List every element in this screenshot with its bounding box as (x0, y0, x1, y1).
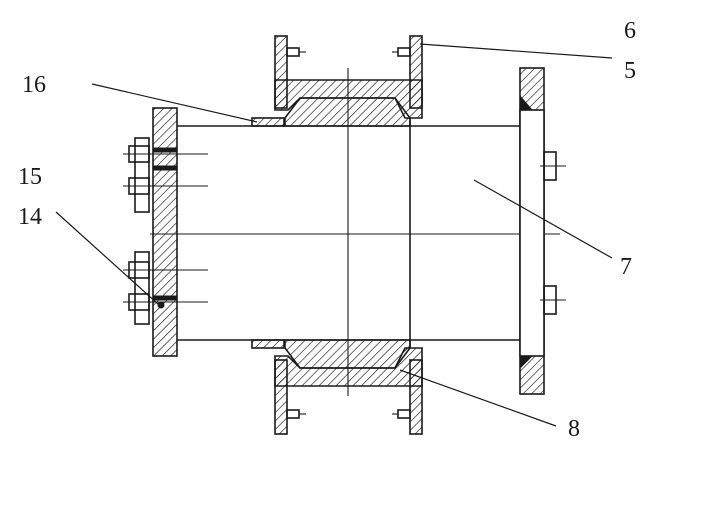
label-6: 6 (624, 18, 636, 44)
leader-6 (419, 43, 613, 59)
right-bolts (540, 151, 566, 315)
leader-16 (91, 83, 258, 123)
leader-lines (55, 43, 613, 427)
label-16: 16 (22, 72, 46, 98)
label-8: 8 (568, 416, 580, 442)
upper-housing (251, 35, 423, 127)
lower-housing (251, 339, 423, 435)
leader-14 (55, 211, 159, 305)
label-7: 7 (620, 254, 632, 280)
callout-labels: 6 5 16 15 14 7 8 (18, 18, 636, 442)
label-15: 15 (18, 164, 42, 190)
label-14: 14 (18, 204, 42, 230)
right-flange (519, 67, 545, 395)
leader-8 (399, 369, 557, 427)
leader-7 (473, 179, 613, 259)
left-bolts (123, 137, 208, 325)
left-flange (152, 107, 178, 357)
label-5: 5 (624, 58, 636, 84)
